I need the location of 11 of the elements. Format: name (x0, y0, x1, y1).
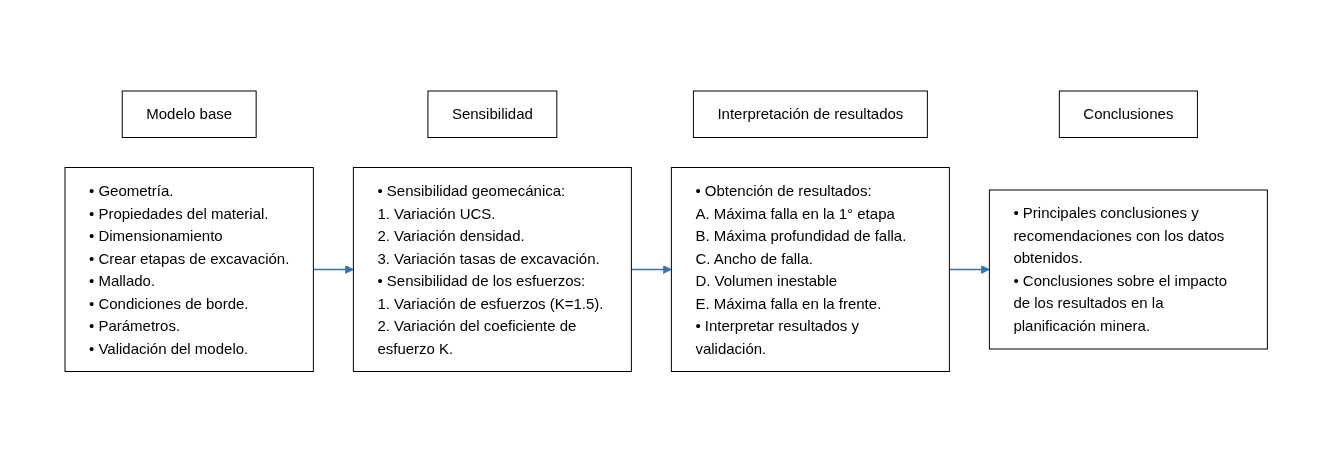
arrow (630, 265, 673, 275)
node-box: Modelo base (122, 90, 257, 139)
node-box: • Obtención de resultados: A. Máxima falla en la 1° etapa B. Máxima profundidad de falla. C. Ancho de falla. D. Volumen inestable E. Máxima falla en la frente. • Interpretar resultados y validación. (671, 167, 951, 373)
arrow (312, 265, 355, 275)
node-box: Conclusiones (1059, 90, 1199, 139)
node-box: Sensibilidad (427, 90, 558, 139)
node-box: • Geometría. • Propiedades del material. • Dimensionamiento • Crear etapas de excavación. • Mallado. • Condiciones de borde. • Parámetros. • Validación del modelo. (64, 167, 315, 373)
arrow (948, 265, 991, 275)
node-box: • Principales conclusiones y recomendaciones con los datos obtenidos. • Conclusiones sobre el impacto de los resultados en la planificación minera. (989, 189, 1269, 350)
node-box: Interpretación de resultados (693, 90, 929, 139)
node-box: • Sensibilidad geomecánica: 1. Variación UCS. 2. Variación densidad. 3. Variación tasas de excavación. • Sensibilidad de los esfuerzos: 1. Variación de esfuerzos (K=1.5). 2. Variación del coeficiente de esfuerzo K. (353, 167, 633, 373)
